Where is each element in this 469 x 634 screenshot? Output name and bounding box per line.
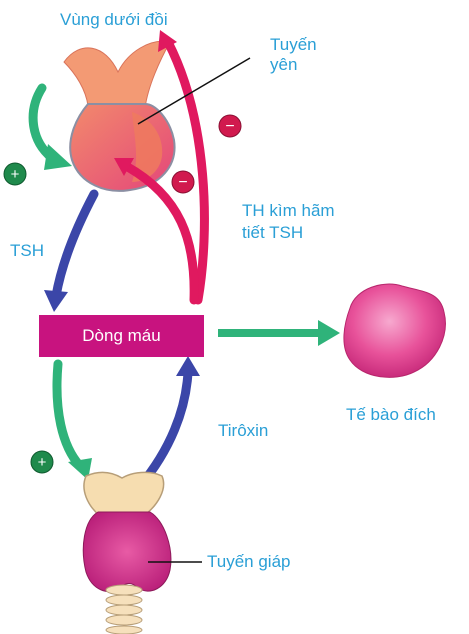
label-hypothalamus: Vùng dưới đồi [60, 10, 168, 30]
stimulate-arrow-bottom [57, 364, 92, 480]
label-target-cell: Tế bào đích [346, 405, 436, 425]
blood-stream-bar: Dòng máu [39, 315, 204, 357]
hypothalamus-pituitary-illustration [64, 41, 175, 191]
minus-sign-top: − [219, 115, 241, 137]
stimulate-arrow-top [33, 88, 72, 170]
plus-sign-top-text: + [11, 166, 20, 183]
thyroid-illustration [83, 472, 171, 634]
target-cell-shape [344, 284, 445, 377]
minus-sign-top-text: − [225, 118, 234, 135]
label-thyroid: Tuyến giáp [207, 552, 290, 572]
minus-sign-bottom-text: − [178, 174, 187, 191]
tsh-arrow [44, 194, 94, 312]
thyroid-cartilage [84, 472, 164, 516]
plus-sign-bottom: + [31, 451, 53, 473]
hypothalamus-shape [64, 41, 170, 108]
label-th-inhibit: TH kìm hãm tiết TSH [242, 200, 335, 244]
trachea-rings [106, 585, 142, 634]
to-target-arrow [218, 320, 340, 346]
label-tsh: TSH [10, 241, 44, 261]
minus-sign-bottom: − [172, 171, 194, 193]
plus-sign-bottom-text: + [38, 454, 47, 471]
label-thyroxin: Tirôxin [218, 421, 268, 441]
thyroid-lobes [83, 512, 171, 591]
label-pituitary: Tuyến yên [270, 35, 317, 75]
thyroxin-arrow [140, 356, 200, 486]
plus-sign-top: + [4, 163, 26, 185]
